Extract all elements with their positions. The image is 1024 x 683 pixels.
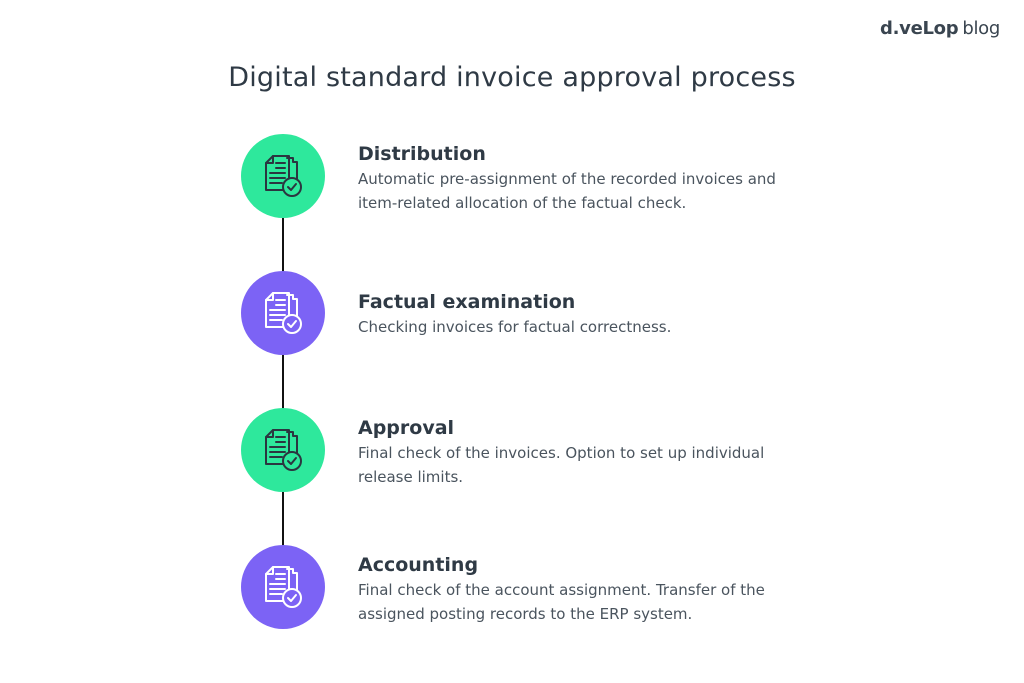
step-approval: Approval Final check of the invoices. Op… [358, 416, 798, 489]
step-factual-examination: Factual examination Checking invoices fo… [358, 290, 798, 339]
step-title: Accounting [358, 554, 479, 576]
step-title: Approval [358, 417, 455, 439]
step-circle-accounting [241, 545, 325, 629]
step-title: Factual examination [358, 291, 576, 313]
document-check-icon [265, 155, 302, 197]
diagram-title: Digital standard invoice approval proces… [228, 62, 796, 93]
step-distribution: Distribution Automatic pre-assignment of… [358, 142, 798, 215]
document-check-icon [265, 292, 302, 334]
step-description: Final check of the account assignment. T… [358, 581, 765, 623]
step-circle-factual-examination [241, 271, 325, 355]
step-description: Automatic pre-assignment of the recorded… [358, 170, 776, 212]
document-check-icon [265, 566, 302, 608]
step-accounting: Accounting Final check of the account as… [358, 553, 798, 626]
step-circle-distribution [241, 134, 325, 218]
brand-name: d.veLop [880, 18, 959, 39]
step-description: Checking invoices for factual correctnes… [358, 318, 672, 336]
connector-line-3 [282, 492, 284, 546]
connector-line-1 [282, 218, 284, 272]
step-description: Final check of the invoices. Option to s… [358, 444, 765, 486]
step-title: Distribution [358, 143, 486, 165]
brand-suffix: blog [962, 18, 1000, 39]
connector-line-2 [282, 355, 284, 409]
step-circle-approval [241, 408, 325, 492]
document-check-icon [265, 429, 302, 471]
